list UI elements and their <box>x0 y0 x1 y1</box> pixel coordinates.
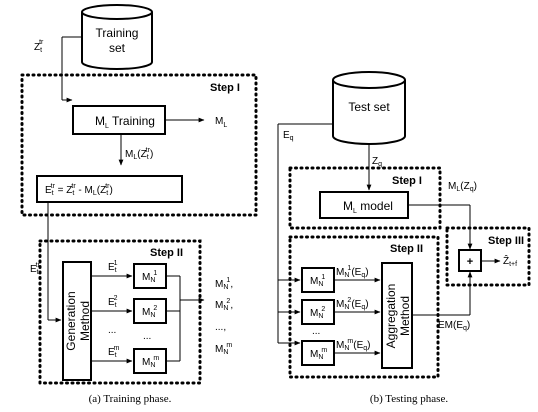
e-ellipsis: ... <box>108 325 116 336</box>
training-phase-panel: Training set Zttr Step I ML Training ML … <box>20 4 258 405</box>
ml-training-label: ML Training <box>95 114 155 130</box>
mnm-eq-label: MNm(Eq) <box>336 338 371 352</box>
test-model-nm-label: MNm <box>310 347 327 361</box>
model-n2-label: MN2 <box>142 305 157 319</box>
em-label: EM(Eq) <box>438 320 470 332</box>
step3-group <box>445 226 531 287</box>
ml-model-label: ML model <box>343 199 393 215</box>
test-set-label: Test set <box>348 100 390 114</box>
training-set-label-1: Training <box>96 26 139 40</box>
error-formula-label: Ettr = Zttr - ML(Zttr) <box>45 183 113 197</box>
step1-label-training: Step I <box>210 82 240 94</box>
ml-zq-label: ML(Zq) <box>448 181 477 193</box>
generation-method-box <box>62 261 92 381</box>
model-ellipsis: ... <box>143 331 151 342</box>
plus-sign: + <box>467 256 473 268</box>
model-nm-box <box>133 348 167 374</box>
step1-group-training <box>20 73 258 217</box>
e-label-m: Etm <box>108 345 120 359</box>
training-set-label-2: set <box>109 41 126 55</box>
test-model-n2-label: MN2 <box>310 306 325 320</box>
caption-training: (a) Training phase. <box>89 393 172 405</box>
eq-label: Eq <box>283 130 294 142</box>
test-model-n1-box <box>301 267 335 293</box>
output-mn1: MN1, <box>215 277 233 291</box>
step1-group-testing <box>288 166 442 230</box>
caption-testing: (b) Testing phase. <box>370 393 448 405</box>
aggregation-method-label: AggregationMethod <box>384 284 412 349</box>
model-n2-box <box>133 298 167 324</box>
forecast-label: Ẑt+f <box>503 254 517 268</box>
z-train-label: Zttr <box>34 39 44 54</box>
output-mn2: MN2, <box>215 298 233 312</box>
step2-label-testing: Step II <box>390 243 423 255</box>
model-n1-box <box>133 263 167 289</box>
mn2-eq-label: MN2(Eq) <box>336 297 369 311</box>
step1-label-testing: Step I <box>392 175 422 187</box>
testing-phase-panel: Test set Eq Zq Step I ML model ML(Zq) St… <box>277 71 531 405</box>
training-set-database-icon: Training set <box>81 4 153 70</box>
step2-group-training <box>38 239 202 385</box>
ml-model-box <box>319 191 409 219</box>
step2-group-testing <box>288 235 440 379</box>
test-set-database-icon: Test set <box>332 71 406 145</box>
mn1-eq-label: MN1(Eq) <box>336 265 369 279</box>
ml-prediction-label: ML(Zttr) <box>125 147 153 161</box>
output-ellipsis: ..., <box>215 322 226 333</box>
test-model-n1-label: MN1 <box>310 274 325 288</box>
test-model-ellipsis: ... <box>312 326 320 337</box>
model-nm-label: MNm <box>142 355 159 369</box>
zq-label: Zq <box>372 156 382 168</box>
test-model-n2-box <box>301 299 335 325</box>
generation-method-label: GenerationMethod <box>64 291 92 350</box>
step2-label-training: Step II <box>150 247 183 259</box>
error-side-label: Ettr <box>30 262 41 276</box>
output-mnm: MNm <box>215 342 232 356</box>
e-label-2: Et2 <box>108 295 118 309</box>
step3-label: Step III <box>488 235 524 247</box>
test-model-nm-box <box>301 340 335 366</box>
error-formula-box <box>36 175 183 203</box>
e-label-1: Et1 <box>108 260 118 274</box>
ml-training-box <box>72 105 166 135</box>
ml-output-label: ML <box>215 116 227 129</box>
model-n1-label: MN1 <box>142 270 157 284</box>
